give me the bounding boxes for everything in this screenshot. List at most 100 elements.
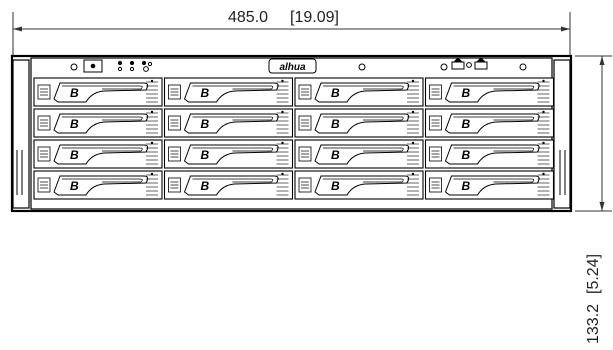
drive-tray-logo: B [331,148,340,162]
drive-tray-logo: B [70,117,79,131]
drive-led-icon [411,110,415,114]
tray-handle-inner [453,85,535,90]
brand-logo-plate [268,58,317,74]
tray-handle-inner [192,147,274,152]
tray-handle-inner [192,85,274,90]
drive-tray[interactable]: B [294,77,424,107]
drive-led-icon [150,110,154,114]
drive-led-icon [542,172,545,176]
tray-handle [444,113,540,134]
drive-tray-logo: B [331,117,340,131]
drive-tray[interactable]: B [33,170,163,200]
drive-tray-logo: B [462,179,471,193]
drive-tray[interactable]: B [163,108,294,138]
width-arrow-left [13,26,22,32]
drive-led-icon [411,172,415,176]
drive-tray-logo: B [331,86,340,100]
tray-handle-inner [62,85,143,90]
usb-icon-2 [476,57,486,62]
drive-tray-logo: B [70,148,79,162]
drive-led-icon [150,141,154,145]
drive-led-icon [281,141,284,145]
tray-handle [314,175,410,196]
drive-tray[interactable]: B [163,170,294,200]
usb-left-screw-icon [440,63,448,71]
drive-tray[interactable]: B [33,77,163,107]
drive-led-icon [281,110,284,114]
tray-handle [53,175,149,196]
tray-handle-inner [323,147,404,152]
drive-tray[interactable]: B [424,108,555,138]
center-screw-icon [358,63,366,71]
tray-handle [314,113,410,134]
tray-handle [183,113,279,134]
drive-led-icon [150,79,154,83]
power-icon [90,63,96,69]
tray-handle-inner [192,178,274,183]
height-dimension-inch: [5.24] [585,254,602,294]
width-arrow-right [561,26,570,32]
drive-tray[interactable]: B [424,77,555,107]
drive-tray[interactable]: B [163,139,294,169]
tray-handle-inner [453,178,535,183]
brand-logo-text: alhua [279,62,306,73]
tray-handle [183,175,279,196]
drive-led-icon [281,172,284,176]
tray-handle [314,144,410,165]
drive-led-icon [150,172,154,176]
width-dimension-value: 485.0 [228,9,268,26]
drive-led-icon [411,79,415,83]
width-dimension [12,12,571,56]
drive-tray-logo: B [462,117,471,131]
height-arrow-top [599,56,605,65]
drive-tray-logo: B [201,117,210,131]
drive-led-icon [542,110,545,114]
drive-tray[interactable]: B [424,139,555,169]
usb-divider-icon [466,62,472,68]
tray-handle-inner [453,147,535,152]
left-screw-icon [70,63,78,71]
drive-led-icon [542,79,545,83]
drive-led-icon [281,79,284,83]
drive-tray-logo: B [201,86,210,100]
drive-tray[interactable]: B [294,170,424,200]
height-dimension [575,55,612,212]
drive-tray-logo: B [70,179,79,193]
drive-tray[interactable]: B [33,108,163,138]
tray-handle [53,82,149,103]
drive-tray-logo: B [462,86,471,100]
drive-tray-logo: B [201,179,210,193]
status-led-icons [117,60,153,72]
tray-handle [444,82,540,103]
drive-tray[interactable]: B [294,139,424,169]
rack-ear-left [12,59,30,209]
tray-handle [314,82,410,103]
usb-icon-1 [453,57,463,62]
tray-handle [183,82,279,103]
tray-handle-inner [62,116,143,121]
usb-port-2[interactable] [474,61,488,70]
rack-ear-right [553,59,571,209]
drive-tray-logo: B [331,179,340,193]
drive-tray[interactable]: B [33,139,163,169]
drive-tray[interactable]: B [424,170,555,200]
tray-handle [53,113,149,134]
tray-handle [183,144,279,165]
tray-handle-inner [192,116,274,121]
tray-handle-inner [323,85,404,90]
tray-handle-inner [62,147,143,152]
drive-tray[interactable]: B [163,77,294,107]
tray-handle-inner [62,178,143,183]
drive-tray-logo: B [462,148,471,162]
tray-handle-inner [453,116,535,121]
tray-handle-inner [323,178,404,183]
drive-tray-logo: B [201,148,210,162]
tray-handle [444,144,540,165]
tray-handle [53,144,149,165]
usb-port-1[interactable] [451,61,465,70]
drive-tray[interactable]: B [294,108,424,138]
right-screw-icon [519,63,527,71]
height-arrow-bottom [599,202,605,211]
